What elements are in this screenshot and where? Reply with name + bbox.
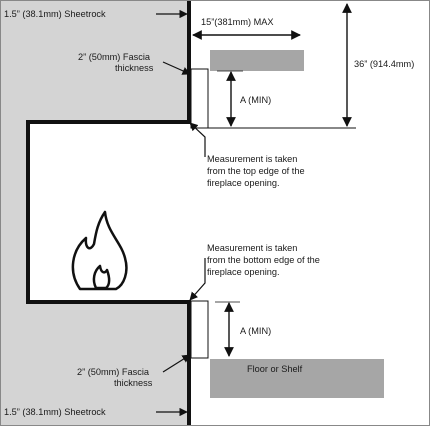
label-a-min-top: A (MIN) [240, 95, 271, 105]
leader-measure-bottom [189, 258, 206, 301]
fascia-top [190, 68, 209, 129]
note-bottom-line3: fireplace opening. [207, 267, 280, 277]
label-sheetrock-top: 1.5” (38.1mm) Sheetrock [4, 9, 106, 19]
label-fascia-bottom-line1: 2” (50mm) Fascia [77, 367, 150, 377]
label-fascia-top-line1: 2” (50mm) Fascia [78, 52, 151, 62]
mantel-shelf [210, 50, 304, 71]
label-sheetrock-bottom: 1.5” (38.1mm) Sheetrock [4, 407, 106, 417]
note-top-line1: Measurement is taken [207, 154, 297, 164]
note-bottom-line1: Measurement is taken [207, 243, 297, 253]
note-bottom-line2: from the bottom edge of the [207, 255, 320, 265]
label-a-min-bottom: A (MIN) [240, 326, 271, 336]
label-fascia-top-line2: thickness [115, 63, 154, 73]
label-height-36: 36” (914.4mm) [354, 59, 414, 69]
floor-or-shelf [210, 359, 384, 398]
wall-left [1, 122, 30, 302]
fireplace-opening-outline [26, 1, 191, 425]
leader-measure-top [189, 122, 206, 157]
flame-icon [71, 210, 128, 291]
wall-upper [1, 1, 189, 122]
leader-fascia-top [162, 61, 191, 75]
fascia-bottom [190, 300, 209, 359]
label-max-width: 15”(381mm) MAX [201, 17, 274, 27]
note-top-line3: fireplace opening. [207, 178, 280, 188]
label-floor-or-shelf: Floor or Shelf [247, 364, 303, 374]
label-fascia-bottom-line2: thickness [114, 378, 153, 388]
wall-lower [1, 302, 189, 425]
leader-fascia-bottom [162, 354, 191, 373]
note-top-line2: from the top edge of the [207, 166, 305, 176]
